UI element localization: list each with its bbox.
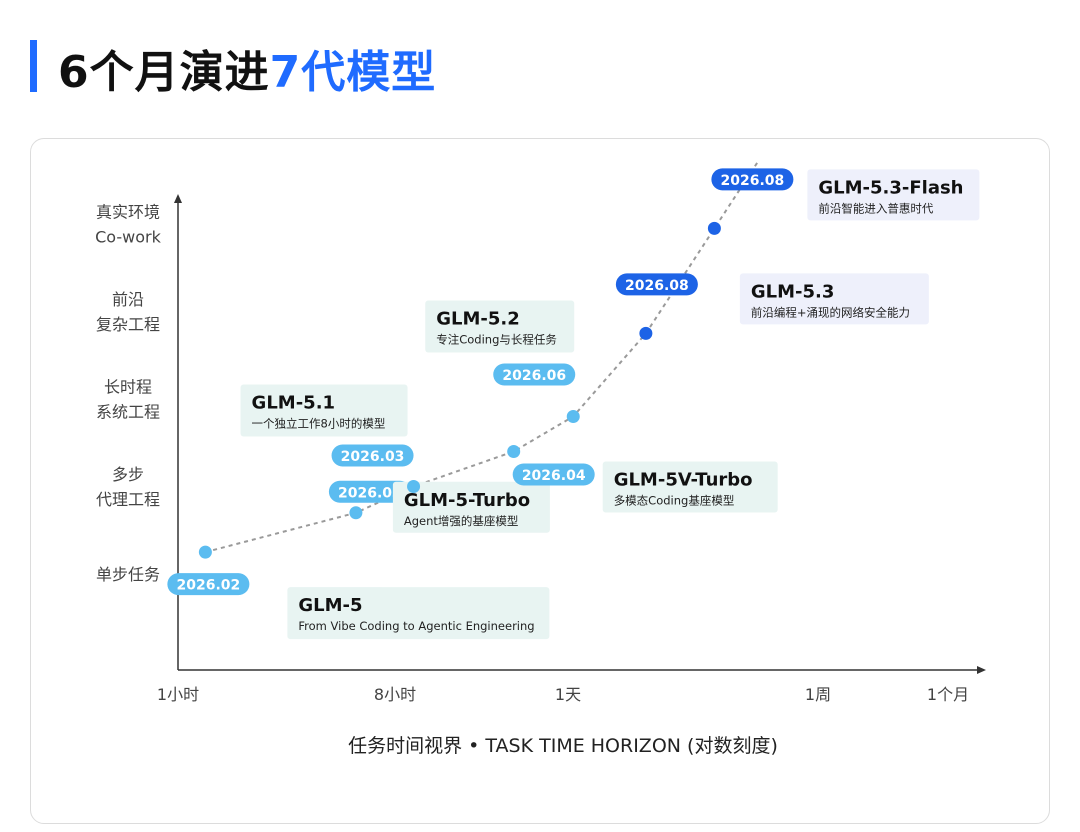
title-part-2-highlight: 7代模型 [269,47,437,98]
model-desc: 前沿编程+涌现的网络安全能力 [751,305,910,319]
trend-line [205,159,761,554]
model-name: GLM-5 [298,595,362,616]
date-pill [328,480,411,503]
model-desc: 多模态Coding基座模型 [614,494,735,508]
date-pill [711,168,794,191]
data-point [198,545,212,559]
model-card [392,481,550,533]
data-point [639,326,653,340]
model-desc: From Vibe Coding to Agentic Engineering [298,619,534,633]
date-label: 2026.03 [338,485,402,501]
model-name: GLM-5V-Turbo [614,470,753,491]
title-accent-bar [30,40,37,92]
date-pill [493,363,576,386]
model-desc: Agent增强的基座模型 [404,514,519,528]
x-axis-arrow [977,666,986,674]
model-card [425,300,575,353]
date-label: 2026.04 [522,468,586,484]
data-point [407,480,421,493]
y-tick-label: 代理工程 [96,490,160,509]
date-label: 2026.06 [502,368,566,384]
date-pill [615,273,698,296]
y-tick-label: 多步 [112,465,144,484]
model-name: GLM-5.3 [751,281,835,302]
y-tick-label: 复杂工程 [96,315,160,334]
date-pill [167,573,250,596]
date-label: 2026.08 [625,278,689,294]
y-axis-arrow [174,194,182,203]
date-label: 2026.08 [721,173,785,189]
y-tick-label: 系统工程 [96,403,160,422]
date-label: 2026.03 [341,449,405,465]
x-tick-label: 1周 [805,685,831,704]
model-name: GLM-5-Turbo [404,490,530,511]
model-card [240,384,408,437]
model-desc: 前沿智能进入普惠时代 [818,201,933,215]
model-name: GLM-5.1 [252,393,336,414]
model-name: GLM-5.2 [436,309,520,330]
y-tick-label: 前沿 [112,290,144,309]
x-tick-label: 1小时 [157,685,199,704]
date-pill [512,463,595,486]
data-point [707,221,721,235]
x-tick-label: 1天 [555,685,581,704]
date-pill [331,444,414,467]
data-point [507,445,521,458]
model-card [807,169,980,221]
x-tick-label: 8小时 [374,685,416,704]
y-tick-label: 单步任务 [96,565,160,584]
model-desc: 一个独立工作8小时的模型 [252,417,386,431]
page-title: 6个月演进7代模型 [58,36,436,100]
date-label: 2026.02 [176,578,240,594]
model-card [602,461,778,513]
model-name: GLM-5.3-Flash [818,177,963,198]
data-point [349,506,363,520]
model-card [739,273,929,325]
y-tick-label: Co-work [95,228,161,247]
y-tick-label: 长时程 [104,378,152,397]
x-tick-label: 1个月 [927,685,969,704]
y-tick-label: 真实环境 [96,203,160,222]
x-axis-title: 任务时间视界 • TASK TIME HORIZON (对数刻度) [348,735,778,757]
model-desc: 专注Coding与长程任务 [436,333,557,347]
model-card [287,587,550,640]
data-point [566,410,580,423]
title-part-1: 6个月演进 [58,47,270,98]
